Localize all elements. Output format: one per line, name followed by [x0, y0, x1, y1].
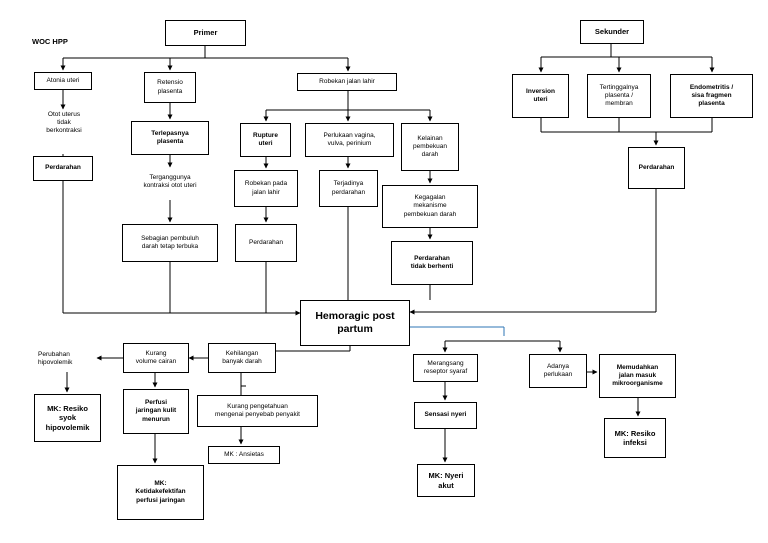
node-sekunder: Sekunder	[580, 20, 644, 44]
node-rupture-uteri: Rupture uteri	[240, 123, 291, 157]
text-perubahan-hipovolemik: Perubahan hipovolemik	[38, 351, 73, 367]
node-tertinggalnya-plasenta: Tertinggalnya plasenta / membran	[587, 74, 651, 118]
node-perdarahan-atonia: Perdarahan	[33, 156, 93, 181]
node-perfusi-jaringan: Perfusi jaringan kulit menurun	[123, 389, 189, 434]
node-kurang-volume-cairan: Kurang volume cairan	[123, 343, 189, 373]
node-endometritis: Endometritis / sisa fragmen plasenta	[670, 74, 753, 118]
node-kelainan-pembekuan: Kelainan pembekuan darah	[401, 123, 459, 171]
node-inversion-uteri: Inversion uteri	[512, 74, 569, 118]
node-hemoragic-post-partum: Hemoragic post partum	[300, 300, 410, 346]
node-mk-ansietas: MK : Ansietas	[208, 446, 280, 464]
node-robekan-jalan-lahir: Robekan jalan lahir	[297, 73, 397, 91]
node-kehilangan-darah: Kehilangan banyak darah	[208, 343, 276, 373]
node-retensio-plasenta: Retensio plasenta	[144, 72, 196, 103]
node-sebagian-pembuluh: Sebagian pembuluh darah tetap terbuka	[122, 224, 218, 262]
text-otot-uterus: Otot uterus tidak berkontraksi	[46, 111, 82, 135]
node-perdarahan-sekunder: Perdarahan	[628, 147, 685, 189]
node-adanya-perlukaan: Adanya perlukaan	[529, 354, 587, 388]
node-robekan-pada-jalan-lahir: Robekan pada jalan lahir	[234, 170, 298, 207]
node-mk-resiko-infeksi: MK: Resiko infeksi	[604, 418, 666, 458]
node-mk-resiko-syok: MK: Resiko syok hipovolemik	[34, 394, 101, 442]
node-sensasi-nyeri: Sensasi nyeri	[414, 402, 477, 429]
node-memudahkan-jalan-masuk: Memudahkan jalan masuk mikroorganisme	[599, 354, 676, 398]
node-primer: Primer	[165, 20, 246, 46]
node-perdarahan-tidak-berhenti: Perdarahan tidak berhenti	[391, 241, 473, 285]
node-atonia-uteri: Atonia uteri	[34, 72, 92, 90]
node-kegagalan-mekanisme: Kegagalan mekanisme pembekuan darah	[382, 185, 478, 228]
node-terlepasnya-plasenta: Terlepasnya plasenta	[131, 121, 209, 155]
node-perdarahan-rupture: Perdarahan	[235, 224, 297, 262]
text-terganggunya-kontraksi: Terganggunya kontraksi otot uteri	[143, 174, 197, 190]
node-merangsang-reseptor: Merangsang reseptor syaraf	[413, 354, 478, 382]
node-perlukaan-vagina: Perlukaan vagina, vulva, perinium	[305, 123, 394, 157]
node-mk-nyeri-akut: MK: Nyeri akut	[417, 464, 475, 497]
node-terjadinya-perdarahan: Terjadinya perdarahan	[319, 170, 378, 207]
node-kurang-pengetahuan: Kurang pengetahuan mengenai penyebab pen…	[197, 395, 318, 427]
node-mk-ketidakefektifan: MK: Ketidakefektifan perfusi jaringan	[117, 465, 204, 520]
diagram-title: WOC HPP	[32, 37, 68, 46]
